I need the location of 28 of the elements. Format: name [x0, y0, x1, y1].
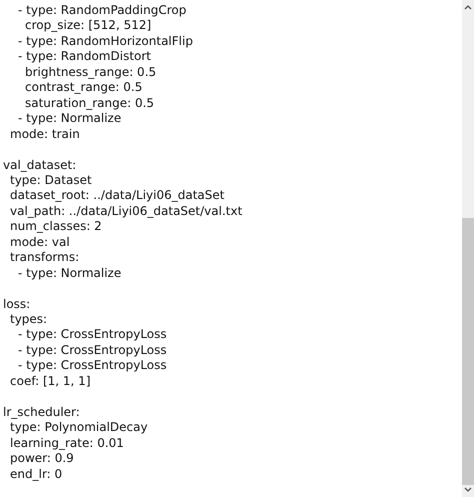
code-line: - type: RandomHorizontalFlip [18, 34, 193, 49]
code-line: transforms: [10, 250, 80, 266]
code-line: coef: [1, 1, 1] [10, 374, 91, 389]
code-line: - type: Normalize [18, 111, 122, 126]
code-line: brightness_range: 0.5 [25, 64, 156, 80]
code-line: - type: CrossEntropyLoss [18, 358, 167, 374]
code-line: - type: Normalize [18, 266, 122, 281]
code-line: lr_scheduler: [3, 404, 80, 420]
code-line: loss: [3, 296, 30, 312]
code-line: mode: train [10, 126, 80, 142]
code-line: type: Dataset [10, 172, 92, 188]
code-line: saturation_range: 0.5 [25, 96, 154, 111]
code-line: crop_size: [512, 512] [25, 18, 152, 34]
code-line: end_lr: 0 [10, 466, 62, 482]
code-line: num_classes: 2 [10, 219, 102, 234]
code-line: val_path: ../data/Liyi06_dataSet/val.txt [10, 204, 242, 219]
code-line: types: [10, 312, 48, 327]
code-line: learning_rate: 0.01 [10, 436, 124, 451]
code-line: mode: val [10, 234, 70, 250]
code-line: contrast_range: 0.5 [25, 80, 142, 96]
code-line: type: PolynomialDecay [10, 420, 148, 436]
code-line: - type: CrossEntropyLoss [18, 342, 167, 358]
code-line: - type: CrossEntropyLoss [18, 327, 167, 342]
code-line: - type: RandomPaddingCrop [18, 3, 186, 18]
code-line: val_dataset: [3, 158, 76, 172]
code-line: power: 0.9 [10, 451, 74, 466]
code-line: - type: RandomDistort [18, 49, 152, 64]
code-line: dataset_root: ../data/Liyi06_dataSet [10, 188, 224, 204]
